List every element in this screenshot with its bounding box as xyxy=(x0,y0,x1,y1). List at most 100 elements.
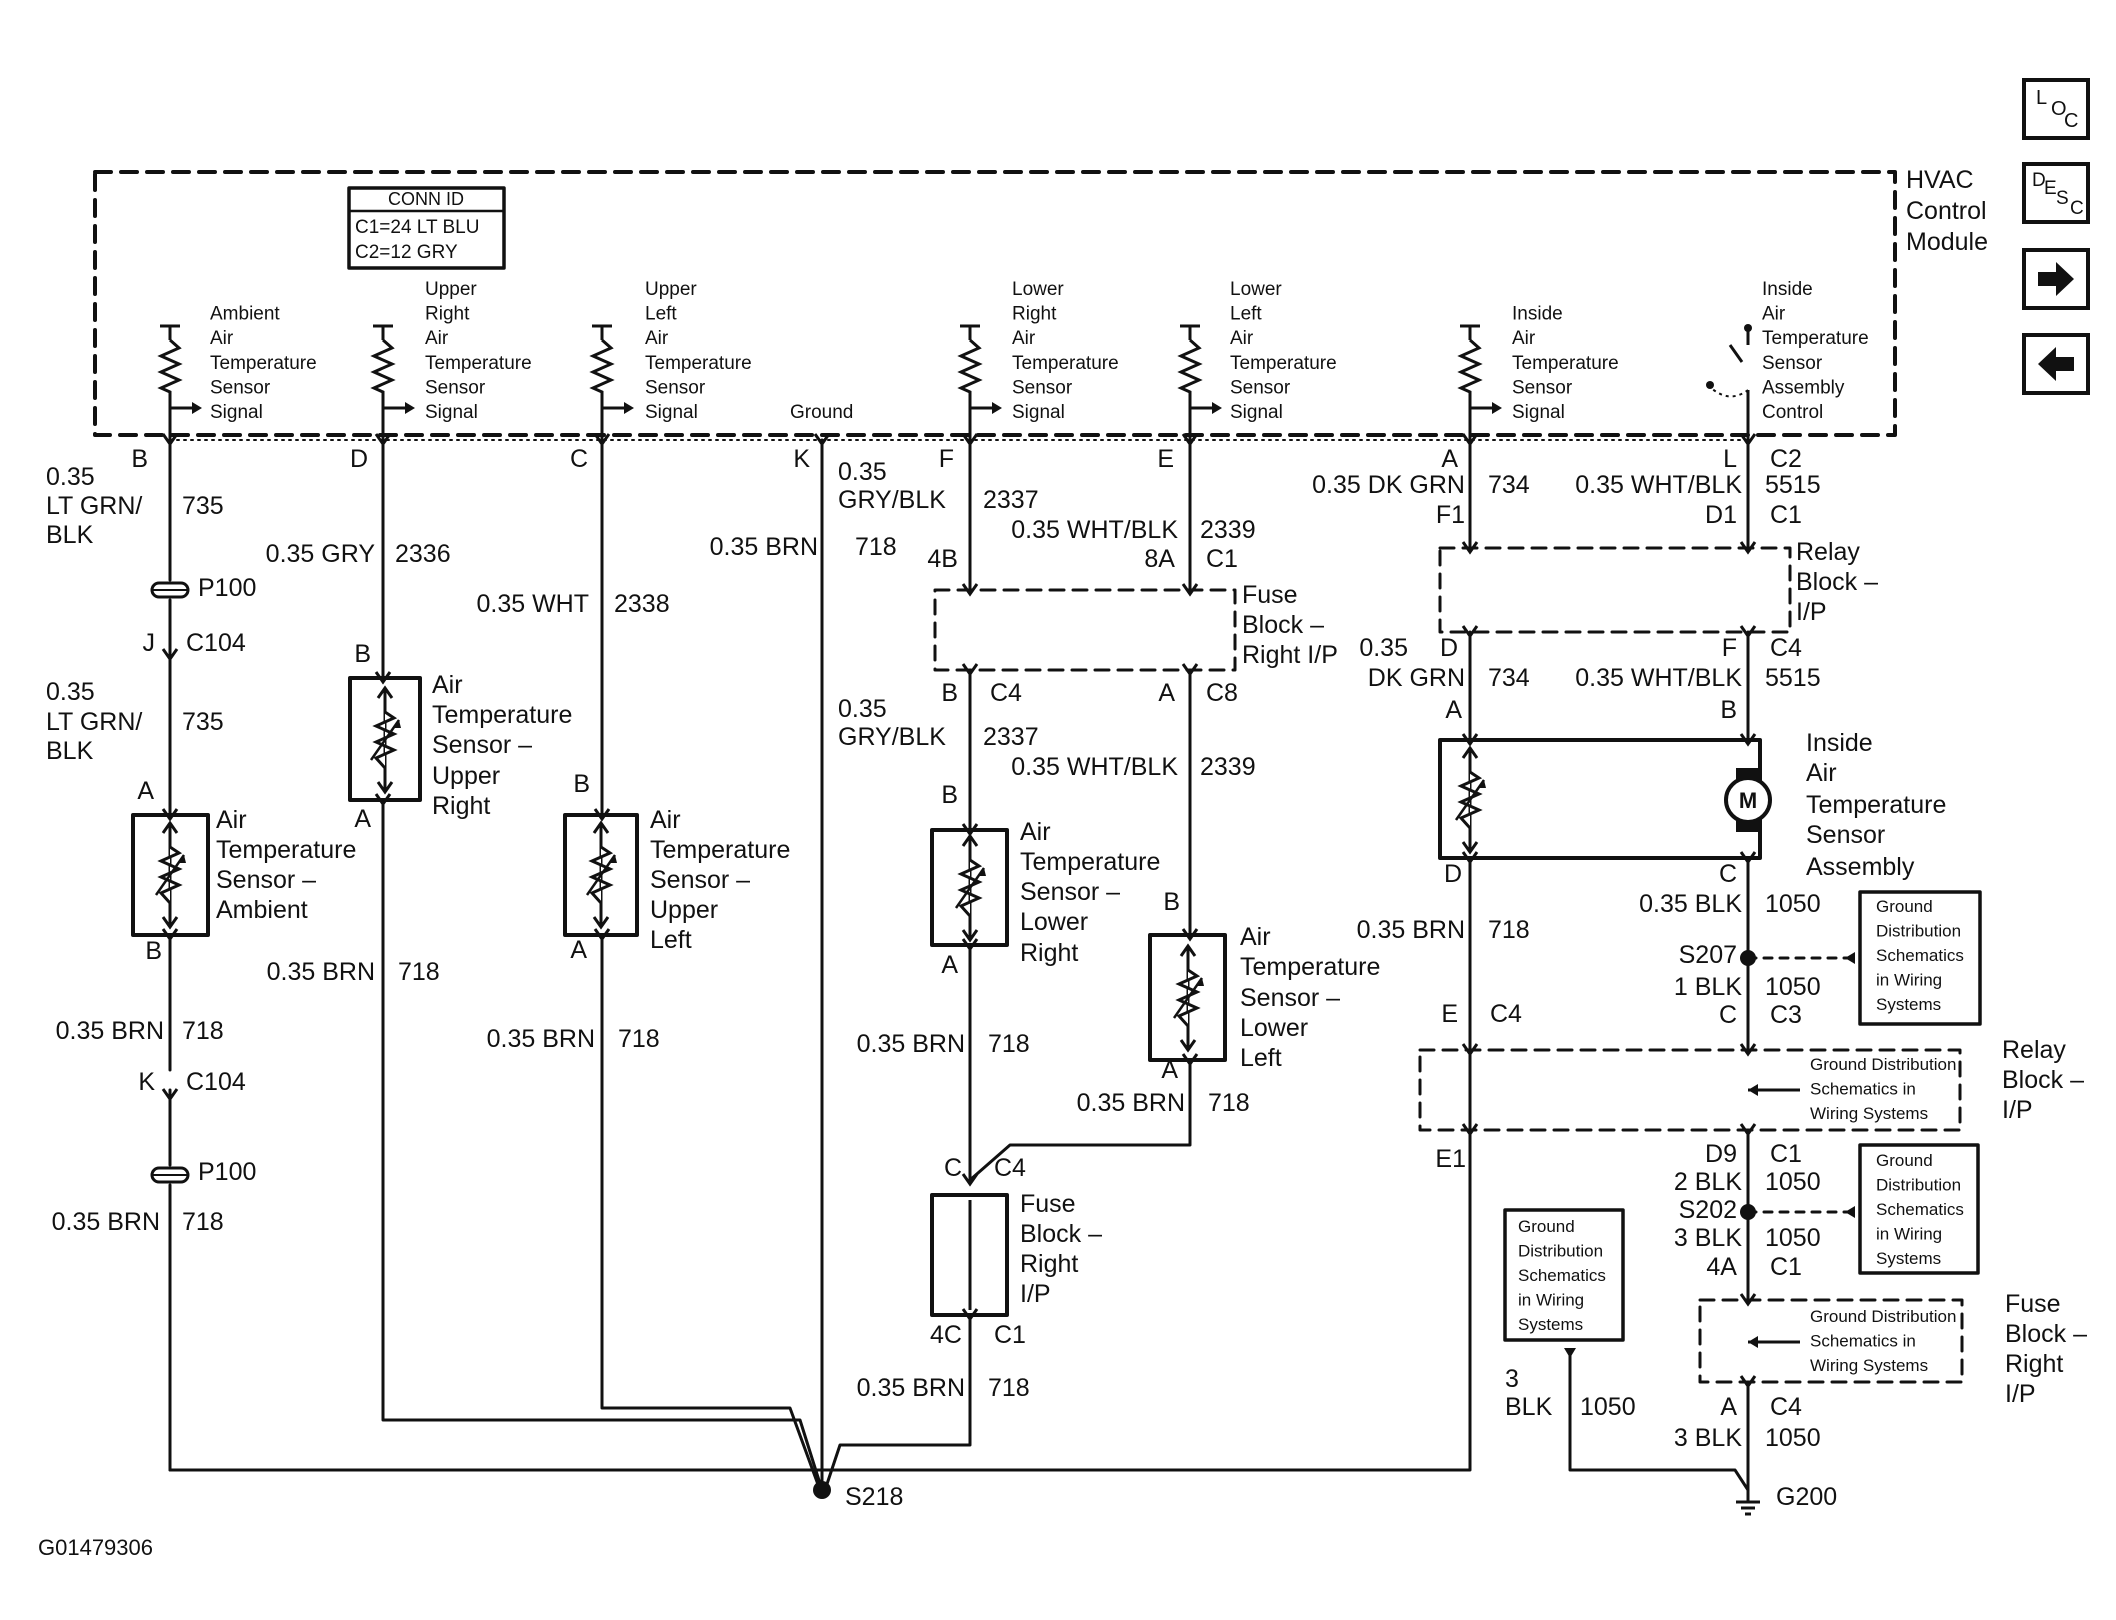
pin-label: Temperature xyxy=(645,353,752,374)
wire-label: D xyxy=(1440,634,1458,662)
ground-ref-text: Schematics xyxy=(1876,946,1964,965)
wire-label: 0.35 BRN xyxy=(710,533,818,561)
connector-pin-icon xyxy=(1181,583,1199,597)
wire-label: BLK xyxy=(1505,1393,1553,1421)
loc-button[interactable]: L O C xyxy=(2022,78,2090,140)
wire-label: 734 xyxy=(1488,664,1530,692)
conn-id-header: CONN ID xyxy=(388,189,464,209)
thermistor-arrow xyxy=(961,929,979,943)
pin-label: Sensor xyxy=(1512,377,1573,398)
wire-label: Block – xyxy=(1020,1220,1102,1248)
pin-label: Temperature xyxy=(1512,353,1619,374)
pin-label: Left xyxy=(645,304,677,325)
connector-pin-icon xyxy=(1739,851,1757,865)
arrow-right-icon xyxy=(2038,262,2074,296)
wire-label: D1 xyxy=(1705,501,1737,529)
wire-label: K xyxy=(138,1068,155,1096)
wire-label: 3 xyxy=(1505,1365,1519,1393)
ground-ref-text: Distribution xyxy=(1876,922,1961,941)
wire-label: Relay xyxy=(2002,1036,2066,1064)
pin-label: Sensor xyxy=(645,377,706,398)
wire-label: 0.35 WHT/BLK xyxy=(1575,471,1742,499)
wire-label: B xyxy=(573,770,590,798)
wire-label: A xyxy=(354,805,371,833)
switch-terminal xyxy=(1706,381,1714,389)
wire-label: Temperature xyxy=(216,836,356,864)
connector-pin-icon xyxy=(161,928,179,942)
wire-label: Sensor – xyxy=(216,866,316,894)
pin-label: Temperature xyxy=(1012,353,1119,374)
pin-label: Signal xyxy=(1230,402,1283,423)
switch-link xyxy=(1707,384,1749,398)
thermistor-arrow xyxy=(592,916,610,930)
wire-label: S202 xyxy=(1679,1196,1737,1224)
ground-ref-text: Wiring Systems xyxy=(1810,1356,1928,1375)
conn-id-line: C2=12 GRY xyxy=(355,242,458,263)
ground-bus xyxy=(168,863,1472,1472)
wire-label: C xyxy=(944,1154,962,1182)
splice-dot xyxy=(1740,1204,1756,1220)
wire-label: C104 xyxy=(186,1068,246,1096)
wire-label: Fuse xyxy=(2005,1290,2061,1318)
thermistor-slash-arrow xyxy=(393,720,401,728)
wire-label: B xyxy=(1720,696,1737,724)
wire-label: 718 xyxy=(618,1025,660,1053)
wire-label: 2339 xyxy=(1200,516,1256,544)
wire-label: Right xyxy=(432,792,490,820)
connector-pin-icon xyxy=(1739,733,1757,747)
wire-label: Air xyxy=(650,806,681,834)
wire-label: 0.35 BRN xyxy=(56,1017,164,1045)
ref-arrow-icon xyxy=(1748,1336,1758,1348)
connector-pin-icon xyxy=(1739,1123,1757,1137)
wire-label: Right I/P xyxy=(1242,641,1338,669)
connector-pin-icon xyxy=(961,1173,979,1187)
wire-label: 0.35 xyxy=(1359,634,1408,662)
pin-label: Temperature xyxy=(210,353,317,374)
pin-label: Right xyxy=(1012,304,1057,325)
ground-ref-text: Ground xyxy=(1518,1217,1575,1236)
ref-arrow-icon xyxy=(1748,1084,1758,1096)
ground-ref-text: Schematics in xyxy=(1810,1332,1916,1351)
next-arrow-button[interactable] xyxy=(2022,248,2090,310)
pin-label: Right xyxy=(425,304,470,325)
wire-label: B xyxy=(941,781,958,809)
wire-label: D9 xyxy=(1705,1140,1737,1168)
wire-label: Air xyxy=(1240,923,1271,951)
connector-pin-icon xyxy=(1181,928,1199,942)
wire-label: Upper xyxy=(650,896,718,924)
wire-label: 718 xyxy=(1208,1089,1250,1117)
desc-button[interactable]: D E S C xyxy=(2022,162,2090,224)
wire-label: C1 xyxy=(1206,545,1238,573)
wire-label: G01479306 xyxy=(38,1535,153,1560)
pin-label: Signal xyxy=(1512,402,1565,423)
wire-label: P100 xyxy=(198,574,256,602)
connector-pin-icon xyxy=(1461,541,1479,555)
wire-label: 1050 xyxy=(1765,1168,1821,1196)
wire-label: 735 xyxy=(182,492,224,520)
wire-label: C xyxy=(570,445,588,473)
pin-label: Lower xyxy=(1012,279,1064,300)
signal-arrow-icon xyxy=(992,402,1002,414)
wire-label: Inside xyxy=(1806,729,1873,757)
thermistor-slash-arrow xyxy=(1478,780,1486,788)
signal-arrow-icon xyxy=(192,402,202,414)
wire-label: C1 xyxy=(1770,501,1802,529)
connector-pin-icon xyxy=(374,433,392,447)
wire-label: 0.35 BLK xyxy=(1639,890,1742,918)
ground-ref-text: Wiring Systems xyxy=(1810,1104,1928,1123)
desc-s-text: S xyxy=(2056,188,2069,209)
wire-label: 0.35 xyxy=(838,458,887,486)
conn-id-line: C1=24 LT BLU xyxy=(355,217,479,238)
wire-label: LT GRN/ xyxy=(46,708,142,736)
wire-label: 0.35 WHT xyxy=(476,590,589,618)
wire-label: P100 xyxy=(198,1158,256,1186)
connector-pin-icon xyxy=(161,808,179,822)
wire-label: E xyxy=(1157,445,1174,473)
wire-label: 1050 xyxy=(1580,1393,1636,1421)
wire-label: B xyxy=(145,937,162,965)
module-title-line: HVAC xyxy=(1906,166,1974,194)
wire-label: 718 xyxy=(988,1030,1030,1058)
wire-label: Temperature xyxy=(1806,791,1946,819)
prev-arrow-button[interactable] xyxy=(2022,333,2090,395)
thermistor-arrow xyxy=(376,781,394,795)
